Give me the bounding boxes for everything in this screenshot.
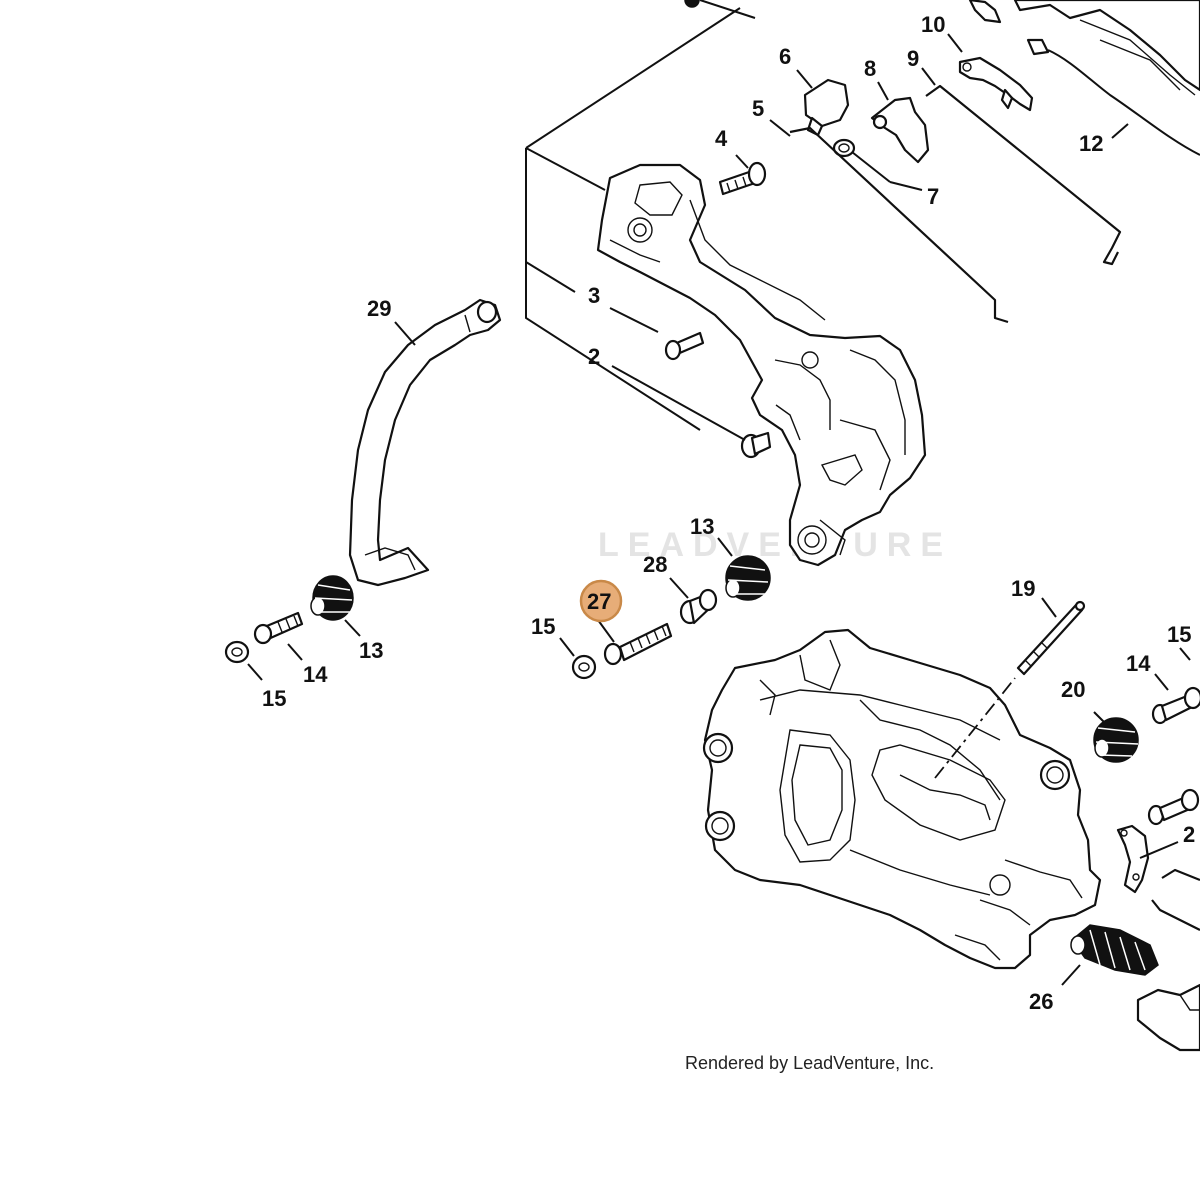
label-5[interactable]: 5 [752, 96, 764, 121]
label-12[interactable]: 12 [1079, 131, 1103, 156]
bracket-right-part [1116, 824, 1150, 894]
washer-part-15-left [224, 640, 250, 664]
screw-part-27 [603, 622, 673, 666]
label-13-left[interactable]: 13 [359, 638, 383, 663]
av-spring-13-right [725, 555, 771, 601]
av-spring-26 [1070, 924, 1159, 976]
cable-part [1026, 38, 1200, 156]
label-15-left[interactable]: 15 [262, 686, 286, 711]
screw-part-4 [718, 161, 767, 196]
label-19[interactable]: 19 [1011, 576, 1035, 601]
crankcase-part [702, 628, 1102, 970]
label-8[interactable]: 8 [864, 56, 876, 81]
watermark-text: LEADVENTURE [598, 526, 952, 564]
screw-right-part [1147, 788, 1200, 826]
label-6[interactable]: 6 [779, 44, 791, 69]
label-2-right[interactable]: 2 [1183, 822, 1195, 847]
leader-lines [247, 33, 1191, 986]
rear-handle-part [968, 0, 1200, 96]
label-7[interactable]: 7 [927, 184, 939, 209]
label-14-right[interactable]: 14 [1126, 651, 1151, 676]
label-13-right[interactable]: 13 [690, 514, 714, 539]
screw-part-3 [664, 331, 705, 361]
label-9[interactable]: 9 [907, 46, 919, 71]
interlock-lever-part [870, 96, 930, 164]
label-20[interactable]: 20 [1061, 677, 1085, 702]
highlight-circle[interactable] [579, 579, 623, 623]
throttle-rod-part [925, 84, 1122, 266]
label-15-right[interactable]: 15 [1167, 622, 1191, 647]
shaft-part-19 [1016, 600, 1086, 676]
part-labels: 2 3 4 5 6 7 8 9 10 12 29 13 14 15 15 27 … [262, 12, 1195, 1014]
throttle-trigger-part [958, 56, 1034, 112]
label-26[interactable]: 26 [1029, 989, 1053, 1014]
bolt-part-14-right [1151, 686, 1200, 725]
handle-housing-part [596, 163, 927, 567]
pin-part-2 [740, 431, 772, 459]
cover-right-part [1136, 983, 1200, 1052]
label-14-left[interactable]: 14 [303, 662, 328, 687]
axis-dashdot-line [934, 677, 1016, 779]
washer-part-15-center [571, 654, 597, 680]
torsion-spring-part [832, 138, 891, 183]
label-29[interactable]: 29 [367, 296, 391, 321]
label-2[interactable]: 2 [588, 344, 600, 369]
rod-part [789, 126, 1009, 324]
label-15-center[interactable]: 15 [531, 614, 555, 639]
credit-text: Rendered by LeadVenture, Inc. [685, 1053, 934, 1073]
tube-handle-part [348, 298, 502, 587]
av-spring-20 [1093, 717, 1139, 763]
label-3[interactable]: 3 [588, 283, 600, 308]
bolt-part-14-left [253, 611, 304, 645]
label-28[interactable]: 28 [643, 552, 667, 577]
wire-right-part [1151, 868, 1200, 931]
av-spring-13-left [310, 575, 354, 621]
label-10[interactable]: 10 [921, 12, 945, 37]
label-4[interactable]: 4 [715, 126, 728, 151]
label-27[interactable]: 27 [587, 589, 611, 614]
sleeve-part-28 [679, 588, 718, 625]
assembly-box-outline [525, 0, 756, 431]
